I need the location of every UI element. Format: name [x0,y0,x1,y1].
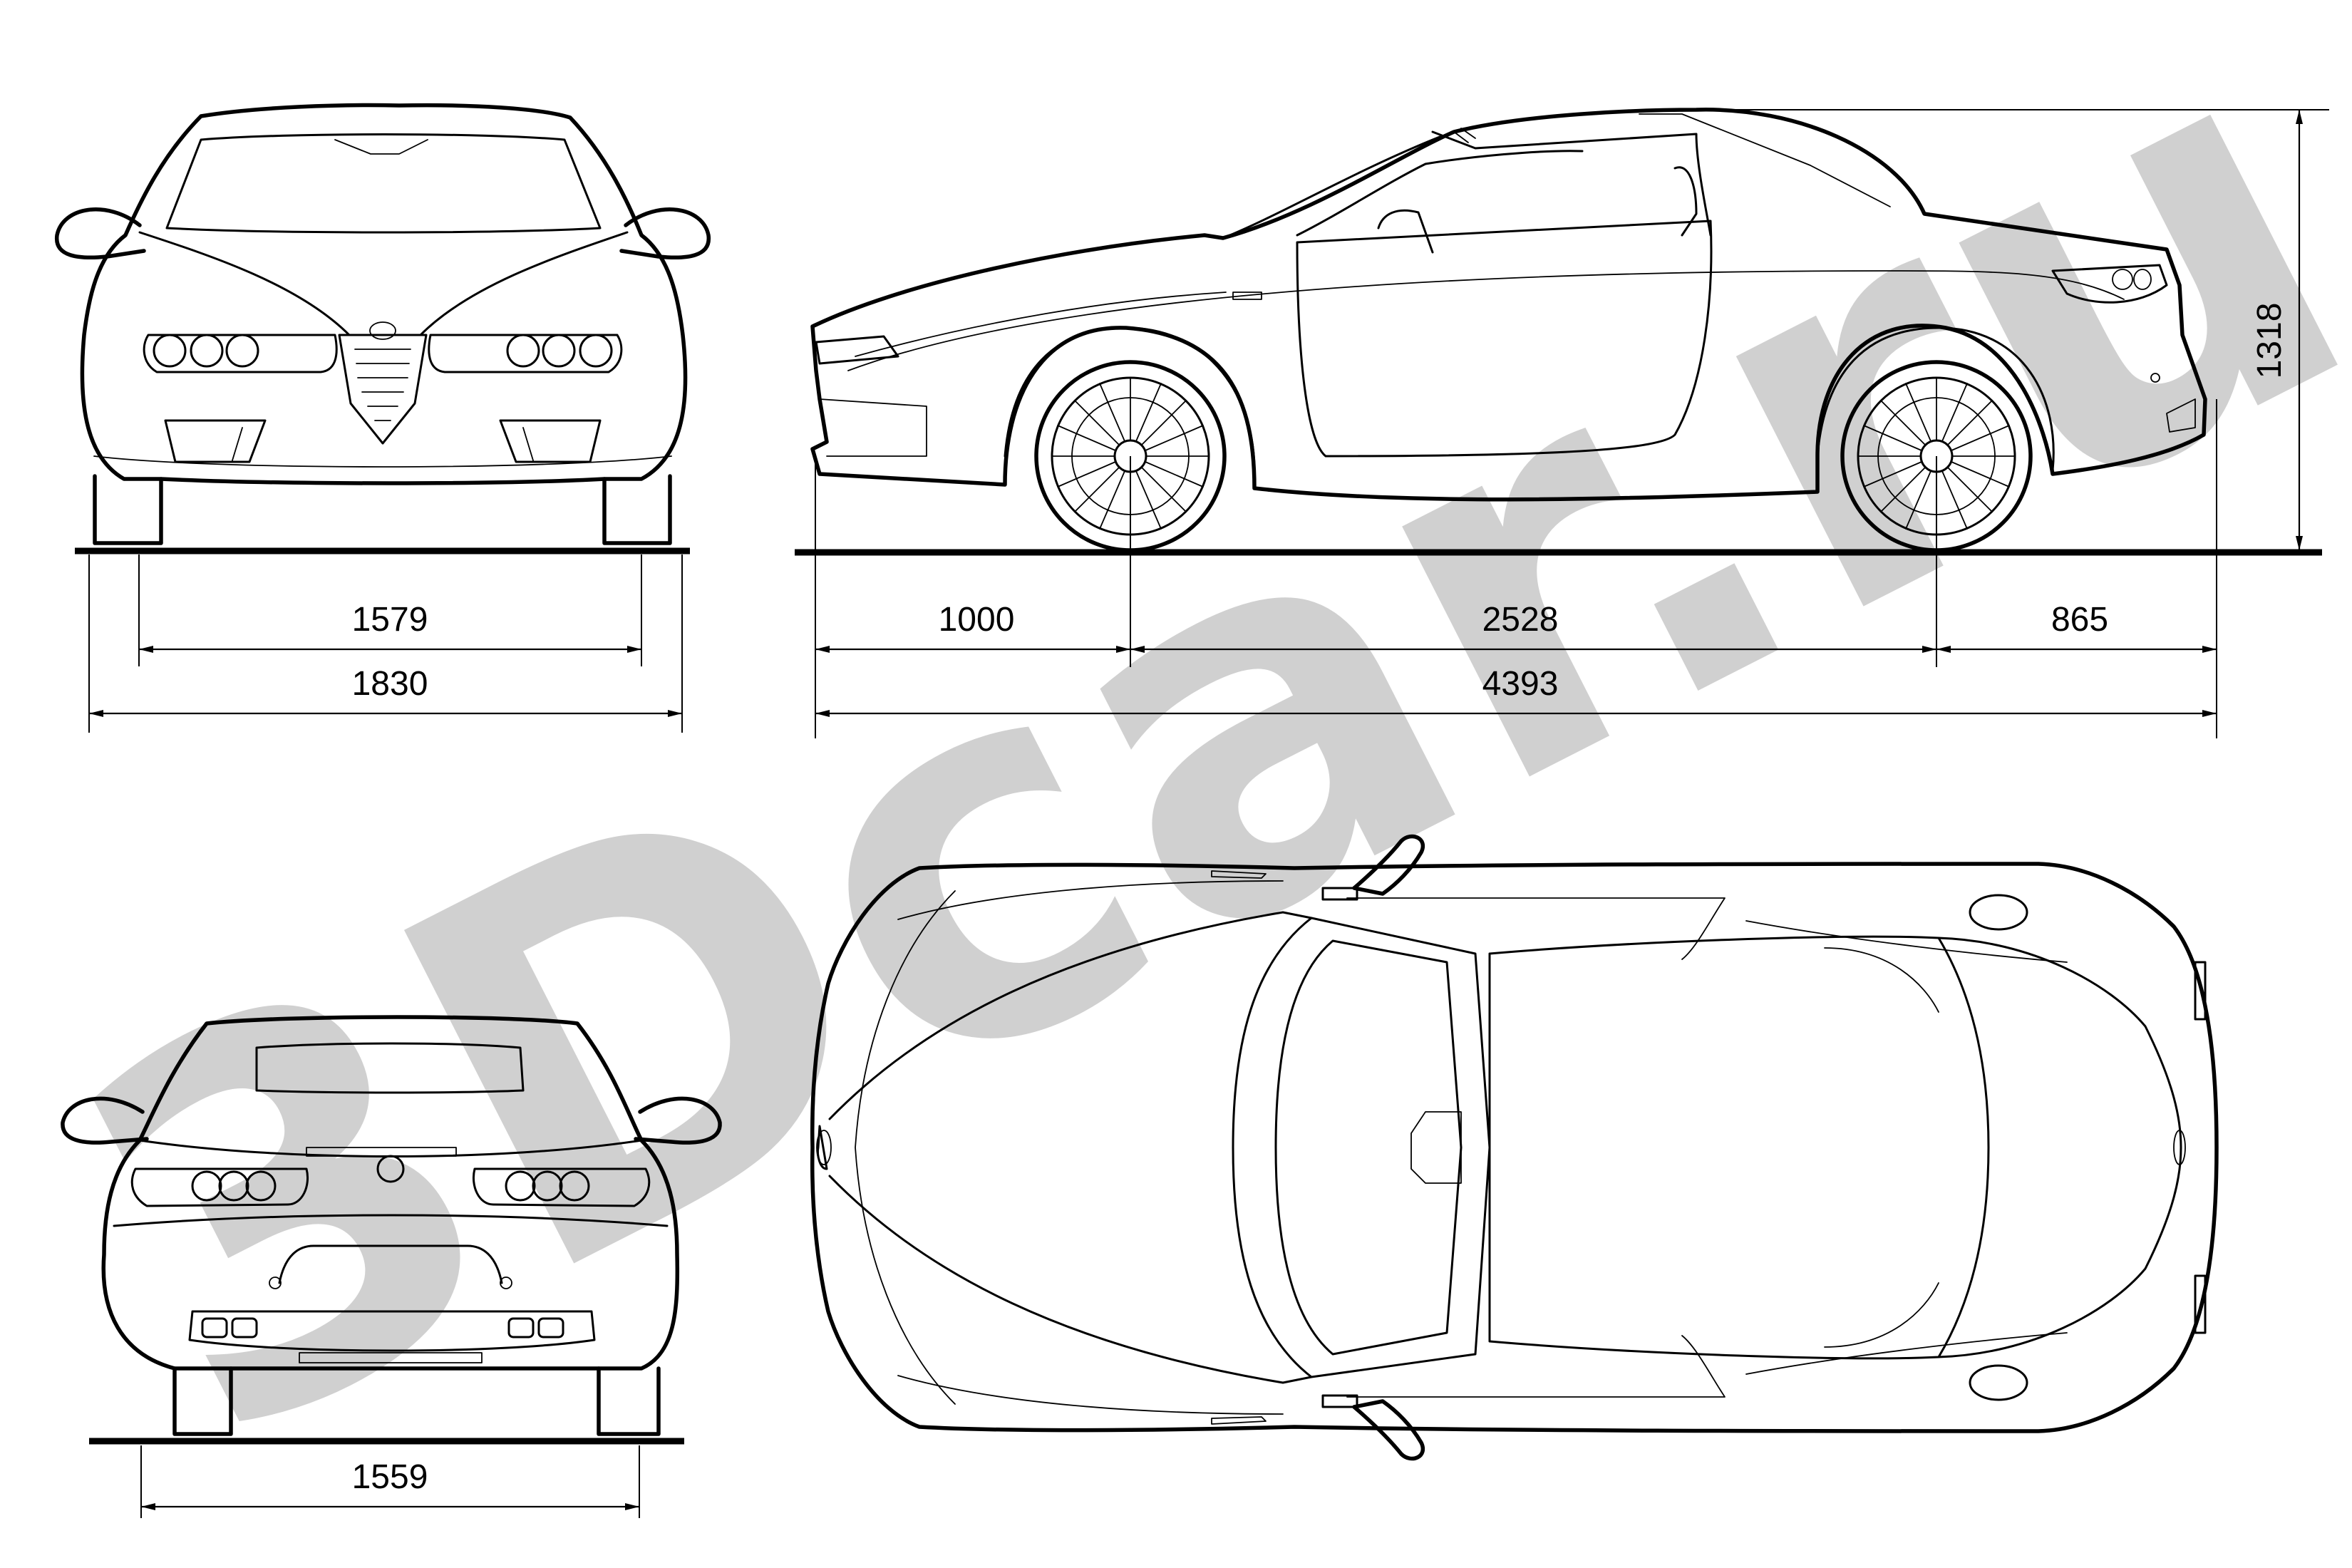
front-overall-width-label: 1830 [352,665,428,703]
side-view: 1000 2528 865 4393 1318 [795,108,2329,738]
front-overhang-label: 1000 [939,601,1015,639]
overall-height-label: 1318 [2251,303,2289,379]
wheelbase-label: 2528 [1482,601,1559,639]
overall-length-label: 4393 [1482,665,1559,703]
top-view [810,834,2219,1461]
rear-view: 1559 [61,1015,722,1518]
rear-track-width-label: 1559 [352,1458,428,1496]
front-view: 1579 1830 [55,103,711,733]
rear-overhang-label: 865 [2051,601,2108,639]
front-track-width-label: 1579 [352,601,428,639]
